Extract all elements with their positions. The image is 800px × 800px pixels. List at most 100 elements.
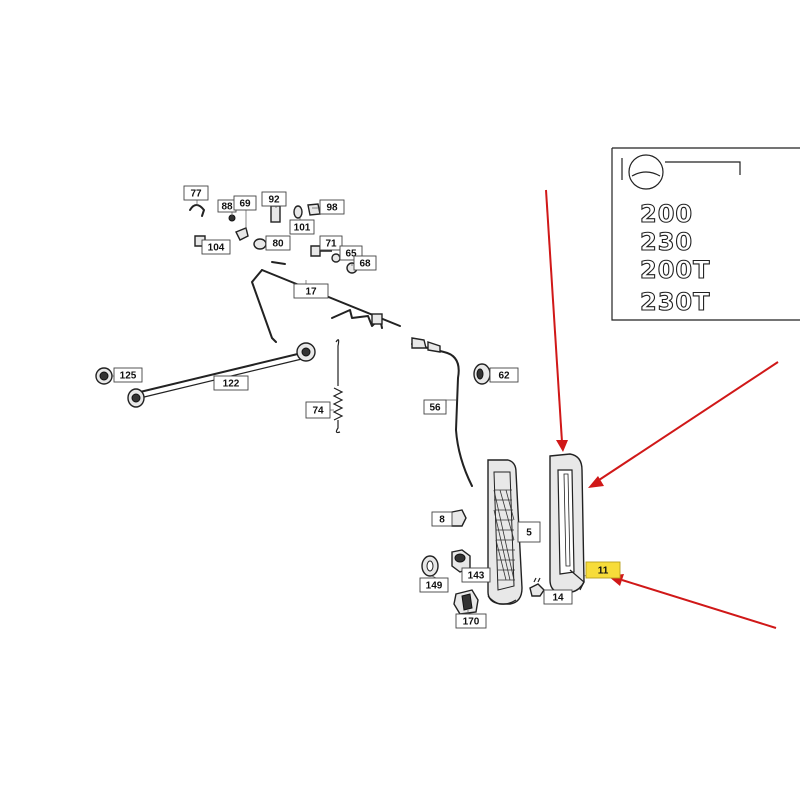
arrow-from-right-upper — [595, 361, 779, 483]
callout-71: 71 — [319, 235, 343, 251]
clip-part-69 — [235, 227, 249, 241]
callout-box — [113, 367, 143, 383]
model-inset-panel: 200 230 200T 230T — [611, 147, 800, 321]
callout-box — [261, 191, 287, 207]
callout-number: 98 — [326, 203, 338, 214]
callout-box — [543, 589, 573, 605]
callout-number: 101 — [294, 223, 311, 234]
callout-box — [455, 613, 487, 629]
callout-box — [431, 511, 453, 527]
bracket-part-170 — [453, 589, 479, 615]
bushing-part-80 — [253, 238, 267, 250]
callout-number: 77 — [190, 189, 202, 200]
callout-number: 65 — [345, 249, 357, 260]
callout-number: 56 — [429, 403, 441, 414]
callout-number: 68 — [359, 259, 371, 270]
callout-149: 149 — [419, 577, 449, 593]
callout-box — [233, 195, 257, 211]
callout-number: 88 — [221, 202, 233, 213]
steering-wheel-icon — [621, 154, 741, 190]
callout-box — [305, 401, 331, 419]
model-badge-200: 200 — [640, 200, 693, 228]
callout-box — [265, 235, 291, 251]
callout-box — [353, 255, 377, 271]
callout-number: 122 — [223, 379, 240, 390]
callout-number: 92 — [268, 195, 280, 206]
callout-box — [517, 521, 541, 543]
callout-box — [289, 219, 315, 235]
callout-box — [183, 185, 209, 201]
arrow-from-right-lower — [621, 579, 777, 629]
washer-part-65 — [331, 253, 341, 263]
callout-number: 71 — [325, 239, 337, 250]
callout-170: 170 — [455, 613, 487, 629]
callout-box — [213, 375, 249, 391]
accelerator-pedal-5 — [487, 459, 523, 605]
callout-88: 88 — [217, 199, 237, 213]
callout-box — [201, 239, 231, 255]
callout-number: 80 — [272, 239, 284, 250]
bushing-part-101 — [293, 205, 303, 219]
callout-74: 74 — [305, 401, 331, 419]
callout-number: 149 — [426, 581, 443, 592]
callout-box — [293, 283, 329, 299]
connecting-rod-122 — [95, 342, 316, 408]
bracket-part-92 — [270, 205, 281, 223]
callout-143: 143 — [461, 567, 491, 583]
model-badge-230t: 230T — [640, 288, 710, 316]
model-badge-200t: 200T — [640, 256, 710, 284]
callout-box — [461, 567, 491, 583]
callout-62: 62 — [489, 367, 519, 383]
bushing-part-62 — [473, 363, 491, 385]
callout-box — [319, 199, 345, 215]
callout-number: 62 — [498, 371, 510, 382]
callout-122: 122 — [213, 375, 249, 391]
callout-56: 56 — [423, 399, 447, 415]
pedal-rod-56 — [411, 337, 473, 487]
clip-part-98 — [307, 203, 321, 216]
indicator-arrows — [545, 189, 779, 629]
callout-number: 8 — [439, 515, 445, 526]
callout-box — [319, 235, 343, 251]
callout-number: 69 — [239, 199, 251, 210]
callout-number: 14 — [552, 593, 564, 604]
callout-number: 74 — [312, 406, 324, 417]
clip-part-77 — [189, 204, 205, 217]
callout-101: 101 — [289, 219, 315, 235]
callout-number: 143 — [468, 571, 485, 582]
arrow-from-top — [545, 189, 563, 443]
callout-number: 11 — [598, 566, 609, 577]
callout-box — [489, 367, 519, 383]
callout-box — [419, 577, 449, 593]
pedal-pad-11 — [549, 453, 585, 593]
callout-number: 5 — [526, 528, 532, 539]
callout-box — [423, 399, 447, 415]
callout-80: 80 — [265, 235, 291, 251]
callout-125: 125 — [113, 367, 143, 383]
bushing-part-125 — [95, 367, 145, 408]
leader-lines — [112, 200, 595, 614]
callout-number: 170 — [463, 617, 480, 628]
callout-69: 69 — [233, 195, 257, 211]
washer-part-149 — [421, 555, 439, 577]
bolt-part-71 — [310, 245, 332, 257]
callout-104: 104 — [201, 239, 231, 255]
callout-98: 98 — [319, 199, 345, 215]
callout-68: 68 — [353, 255, 377, 271]
callout-17: 17 — [293, 283, 329, 299]
callout-11: 11 — [585, 561, 621, 579]
callout-92: 92 — [261, 191, 287, 207]
callout-14: 14 — [543, 589, 573, 605]
callout-77: 77 — [183, 185, 209, 201]
callout-number: 125 — [120, 371, 137, 382]
callout-5: 5 — [517, 521, 541, 543]
model-badge-230: 230 — [640, 228, 693, 256]
callout-number: 17 — [305, 287, 317, 298]
callout-8: 8 — [431, 511, 453, 527]
return-spring-74 — [332, 339, 344, 434]
callout-box — [585, 561, 621, 579]
clip-part-14 — [529, 577, 545, 597]
callout-number: 104 — [208, 243, 225, 254]
